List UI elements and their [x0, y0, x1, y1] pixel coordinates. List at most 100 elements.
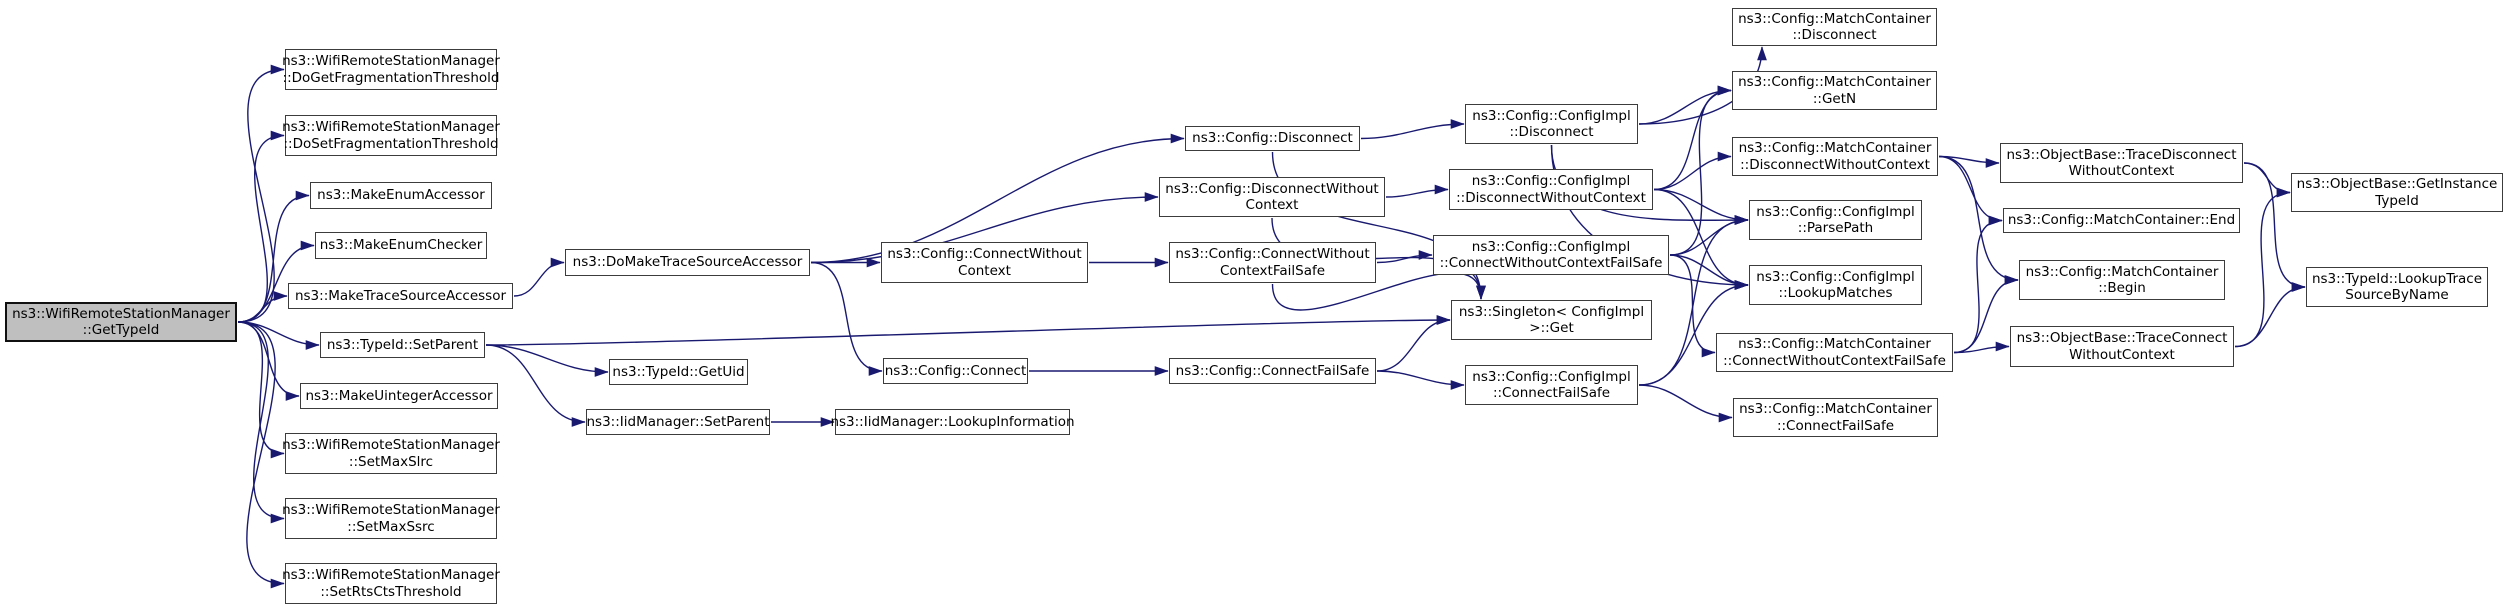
node-label-line: ns3::TypeId::SetParent — [326, 336, 479, 353]
node-label-line: ::DisconnectWithoutContext — [1456, 189, 1646, 206]
node-getTypeId[interactable]: ns3::WifiRemoteStationManager::GetTypeId — [5, 302, 237, 342]
node-label-line: Context — [958, 262, 1011, 279]
node-label-line: TypeId — [2375, 192, 2419, 209]
edge-implDisconnectWC-mcDisconnectWC — [1653, 151, 1732, 191]
node-label-line: ns3::ObjectBase::TraceDisconnect — [2006, 146, 2237, 163]
node-connectFailSafe[interactable]: ns3::Config::ConnectFailSafe — [1169, 358, 1376, 384]
edge-traceConnectWC-getInstanceTypeId — [2234, 187, 2291, 348]
node-label-line: SourceByName — [2345, 287, 2449, 303]
node-typeIdSetParent[interactable]: ns3::TypeId::SetParent — [320, 332, 485, 358]
node-label-line: ns3::IidManager::LookupInformation — [830, 413, 1075, 430]
node-label-line: ns3::WifiRemoteStationManager — [12, 305, 230, 322]
edge-getTypeId-makeTraceSourceAccessor — [237, 291, 288, 323]
node-label-line: ns3::Config::MatchContainer — [2025, 263, 2219, 280]
node-label-line: ::GetTypeId — [82, 322, 160, 338]
node-label-line: ns3::Config::ConfigImpl — [1471, 173, 1631, 189]
node-label-line: ns3::Config::ConfigImpl — [1756, 268, 1915, 285]
node-typeIdGetUid[interactable]: ns3::TypeId::GetUid — [609, 359, 748, 385]
node-doMakeTraceSourceAccessor[interactable]: ns3::DoMakeTraceSourceAccessor — [565, 249, 810, 276]
node-implCWCFailSafe[interactable]: ns3::Config::ConfigImpl::ConnectWithoutC… — [1433, 235, 1669, 275]
node-mcGetN[interactable]: ns3::Config::MatchContainer::GetN — [1732, 71, 1937, 110]
edge-implCWCFailSafe-mcGetN — [1669, 85, 1732, 256]
node-mcBegin[interactable]: ns3::Config::MatchContainer::Begin — [2019, 260, 2225, 300]
node-mcCWCFailSafe[interactable]: ns3::Config::MatchContainer::ConnectWith… — [1716, 333, 1953, 372]
edge-connectFailSafe-singletonGet — [1376, 315, 1451, 372]
node-label-line: ::Disconnect — [1792, 27, 1877, 43]
edge-mcDisconnectWC-mcBegin — [1938, 155, 2019, 285]
node-label-line: ns3::MakeEnumChecker — [319, 237, 483, 254]
node-label-line: ns3::MakeTraceSourceAccessor — [294, 287, 507, 304]
edge-implDisconnect-mcDisconnect — [1638, 46, 1767, 125]
node-makeEnumChecker[interactable]: ns3::MakeEnumChecker — [315, 232, 487, 259]
node-implLookupMatches[interactable]: ns3::Config::ConfigImpl::LookupMatches — [1749, 265, 1922, 305]
node-label-line: ns3::ObjectBase::GetInstance — [2296, 176, 2498, 192]
node-label-line: ns3::WifiRemoteStationManager — [282, 567, 500, 583]
node-label-line: ns3::Config::ConnectWithout — [1175, 246, 1370, 262]
node-label-line: Context — [1245, 197, 1299, 213]
node-label-line: ns3::TypeId::LookupTrace — [2311, 270, 2483, 287]
node-singletonGet[interactable]: ns3::Singleton< ConfigImpl>::Get — [1451, 300, 1652, 340]
edge-cwcFailSafe-singletonGet — [1271, 272, 1486, 311]
node-implDisconnect[interactable]: ns3::Config::ConfigImpl::Disconnect — [1465, 104, 1638, 144]
node-doGetFrag[interactable]: ns3::WifiRemoteStationManager::DoGetFrag… — [282, 49, 500, 90]
node-label-line: >::Get — [1529, 320, 1574, 336]
node-implConnectFailSafe[interactable]: ns3::Config::ConfigImpl::ConnectFailSafe — [1465, 365, 1638, 405]
edge-implDisconnectWC-mcGetN — [1653, 85, 1732, 191]
node-makeUintegerAccessor[interactable]: ns3::MakeUintegerAccessor — [300, 383, 498, 409]
node-implDisconnectWC[interactable]: ns3::Config::ConfigImpl::DisconnectWitho… — [1449, 169, 1653, 210]
node-label-line: ns3::Config::MatchContainer — [1738, 10, 1931, 27]
edge-typeIdSetParent-singletonGet — [485, 315, 1451, 346]
node-label-line: ::GetN — [1812, 90, 1857, 107]
node-iidSetParent[interactable]: ns3::IidManager::SetParent — [586, 409, 770, 435]
node-label-line: ::DoSetFragmentationThreshold — [283, 135, 499, 152]
node-label-line: ::DisconnectWithoutContext — [1740, 156, 1930, 173]
node-disconnect[interactable]: ns3::Config::Disconnect — [1185, 126, 1360, 151]
node-label-line: ::ConnectFailSafe — [1776, 417, 1895, 434]
edge-getTypeId-doGetFrag — [237, 64, 285, 323]
node-label-line: ns3::Config::ConfigImpl — [1472, 107, 1631, 124]
edge-implDisconnect-mcGetN — [1638, 85, 1732, 125]
node-mcDisconnectWC[interactable]: ns3::Config::MatchContainer::DisconnectW… — [1732, 137, 1938, 176]
node-label-line: ns3::MakeUintegerAccessor — [305, 387, 493, 404]
node-setRtsCtsThreshold[interactable]: ns3::WifiRemoteStationManager::SetRtsCts… — [282, 563, 500, 604]
node-lookupInformation[interactable]: ns3::IidManager::LookupInformation — [830, 409, 1075, 435]
node-implParsePath[interactable]: ns3::Config::ConfigImpl::ParsePath — [1749, 200, 1922, 240]
edge-implCWCFailSafe-mcCWCFailSafe — [1669, 254, 1716, 358]
node-label-line: ns3::Config::MatchContainer — [1738, 74, 1931, 90]
edge-disconnect-implDisconnect — [1360, 119, 1465, 140]
node-label-line: ns3::IidManager::SetParent — [586, 413, 770, 430]
node-mcDisconnect[interactable]: ns3::Config::MatchContainer::Disconnect — [1732, 8, 1937, 46]
node-label-line: ::ConnectWithoutContextFailSafe — [1439, 255, 1663, 271]
node-label-line: WithoutContext — [2069, 346, 2175, 363]
node-label-line: ns3::Config::Connect — [884, 362, 1027, 379]
node-makeEnumAccessor[interactable]: ns3::MakeEnumAccessor — [310, 182, 492, 209]
node-label-line: ns3::Config::MatchContainer — [1739, 401, 1932, 417]
node-label-line: ContextFailSafe — [1219, 262, 1326, 279]
node-label-line: ::SetRtsCtsThreshold — [320, 583, 462, 600]
node-label-line: ns3::Config::ConfigImpl — [1472, 368, 1631, 385]
node-label-line: ns3::Config::Disconnect — [1192, 130, 1353, 147]
node-label-line: ns3::WifiRemoteStationManager — [282, 437, 500, 453]
edge-doMakeTraceSourceAccessor-disconnect — [810, 133, 1185, 264]
edge-mcDisconnectWC-mcEnd — [1938, 155, 2003, 226]
edge-disconnectWithoutContext-implDisconnectWC — [1385, 184, 1449, 198]
node-connect[interactable]: ns3::Config::Connect — [883, 358, 1028, 384]
edge-implDisconnectWC-implLookupMatches — [1653, 188, 1749, 290]
node-setMaxSsrc[interactable]: ns3::WifiRemoteStationManager::SetMaxSsr… — [282, 498, 500, 539]
node-mcEnd[interactable]: ns3::Config::MatchContainer::End — [2003, 208, 2240, 233]
node-setMaxSlrc[interactable]: ns3::WifiRemoteStationManager::SetMaxSlr… — [282, 433, 500, 474]
node-mcConnectFailSafe[interactable]: ns3::Config::MatchContainer::ConnectFail… — [1733, 398, 1938, 437]
node-makeTraceSourceAccessor[interactable]: ns3::MakeTraceSourceAccessor — [288, 283, 513, 309]
node-label-line: ::Begin — [2098, 280, 2146, 296]
edge-connectFailSafe-implConnectFailSafe — [1376, 370, 1465, 390]
node-label-line: ns3::Config::ConfigImpl — [1471, 238, 1631, 255]
node-doSetFrag[interactable]: ns3::WifiRemoteStationManager::DoSetFrag… — [282, 115, 500, 156]
node-label-line: ns3::Config::ConfigImpl — [1756, 203, 1915, 220]
